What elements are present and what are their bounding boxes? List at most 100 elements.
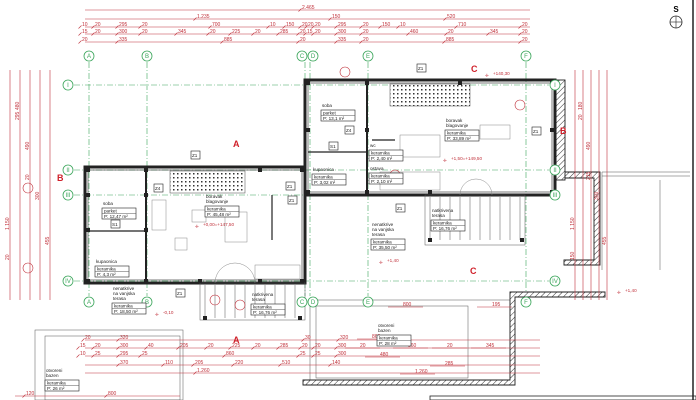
room-name: natkrivena	[432, 208, 454, 213]
element-tag-box	[287, 195, 298, 205]
dimension-tick	[359, 40, 363, 44]
dimension-label: 300	[594, 191, 600, 200]
column	[365, 81, 369, 85]
dimension-tick	[115, 25, 119, 29]
entrance-door	[214, 262, 256, 284]
dimension-label: 295	[120, 351, 129, 357]
room-name: blagovanje	[446, 123, 469, 128]
elevation-label: +140,30	[493, 71, 510, 76]
dimension-label: 20	[300, 29, 306, 35]
room-area: P: 3,02 m²	[314, 180, 336, 185]
dimension-tick	[303, 32, 307, 36]
chair	[191, 209, 207, 223]
elevation-marker-icon: ✛	[617, 290, 621, 295]
room-area: P: 4,3 m²	[97, 272, 116, 277]
right-structure-outline	[601, 171, 690, 270]
dimension-tick	[78, 32, 82, 36]
dimension-tick	[296, 40, 300, 44]
dimension-label: 20	[95, 22, 101, 28]
grid-bubble	[307, 296, 319, 308]
column	[306, 128, 310, 132]
room-area: P: 18,50 m²	[114, 309, 138, 314]
dimension-label: 800	[108, 391, 117, 397]
element-tag-box	[395, 203, 406, 213]
dimension-tick	[115, 32, 119, 36]
dimension-label: 140	[332, 360, 341, 366]
left-building-wall	[83, 165, 307, 285]
grid-bubble-label: A	[87, 300, 91, 306]
grid-bubble-label: III	[552, 193, 557, 199]
dimension-label: 25	[95, 351, 101, 357]
element-tag-box	[344, 125, 355, 135]
dimension-tick	[76, 354, 80, 358]
dimension-label: 300	[338, 343, 347, 349]
dimension-label: 20	[578, 114, 584, 120]
element-tag-box	[153, 183, 164, 193]
dimension-label: 285	[280, 29, 289, 35]
dimension-tick	[334, 346, 338, 350]
dimension-label: 1.235	[197, 14, 210, 20]
dimension-label: 205	[195, 360, 204, 366]
dimension-label: 885	[446, 37, 455, 43]
dimension-tick	[91, 32, 95, 36]
grid-bubble-label: E	[366, 54, 370, 60]
dimension-tick	[116, 354, 120, 358]
room-area: P: 16,76 m²	[253, 310, 277, 315]
elevation-marker-icon: ✛	[155, 312, 159, 317]
dimension-label: 320	[120, 335, 129, 341]
dimension-label: 20	[255, 29, 261, 35]
grid-bubble-label: C	[300, 54, 305, 60]
dimension-tick	[454, 25, 458, 29]
grid-bubble	[549, 189, 561, 201]
grid-bubble	[62, 164, 74, 176]
grid-bubble	[83, 50, 95, 62]
grid-bubble	[549, 275, 561, 287]
dimension-label: 20	[302, 22, 308, 28]
room-name: soba	[322, 103, 332, 108]
dimension-tick	[222, 354, 226, 358]
dimension-label: 860	[372, 334, 381, 340]
dimension-label: 20	[447, 343, 453, 349]
dimension-label: 205	[180, 343, 189, 349]
left-pool-inner	[44, 335, 181, 400]
grid-bubble	[520, 296, 532, 308]
dimension-tick	[91, 25, 95, 29]
right-stair	[389, 83, 471, 107]
dimension-label: 710	[458, 22, 467, 28]
grid-bubble-label: B	[145, 54, 149, 60]
dimension-tick	[266, 25, 270, 29]
grid-bubble	[62, 79, 74, 91]
dimension-tick	[276, 32, 280, 36]
grid-bubble-label: B	[145, 300, 149, 306]
dimension-label: 20	[95, 29, 101, 35]
dimension-tick	[138, 25, 142, 29]
dimension-label: 20	[300, 37, 306, 43]
dimension-label: 300	[119, 29, 128, 35]
dimension-tick	[328, 17, 332, 21]
dimension-label: 455	[602, 236, 608, 245]
dimension-label: 455	[45, 236, 51, 245]
room-floor: parket	[104, 208, 117, 213]
dimension-label: 480	[380, 352, 389, 358]
element-tag-box	[285, 181, 296, 191]
dimension-label: 20	[85, 335, 91, 341]
dimension-label: 25	[300, 351, 306, 357]
room-name: bazen	[378, 328, 391, 333]
door-swing-marker	[514, 99, 526, 111]
grid-bubble	[307, 50, 319, 62]
dimension-label: 20	[210, 29, 216, 35]
left-stair	[169, 170, 246, 194]
dimension-label: 345	[490, 29, 499, 35]
room-name: terasa	[113, 296, 126, 301]
grid-bubble-label: II	[66, 168, 70, 174]
dimension-label: 20	[522, 22, 528, 28]
room-area: P: 13,1 m²	[323, 116, 345, 121]
dimension-label: 1.150	[5, 217, 11, 230]
title-block	[429, 395, 696, 400]
dimension-tick	[442, 40, 446, 44]
